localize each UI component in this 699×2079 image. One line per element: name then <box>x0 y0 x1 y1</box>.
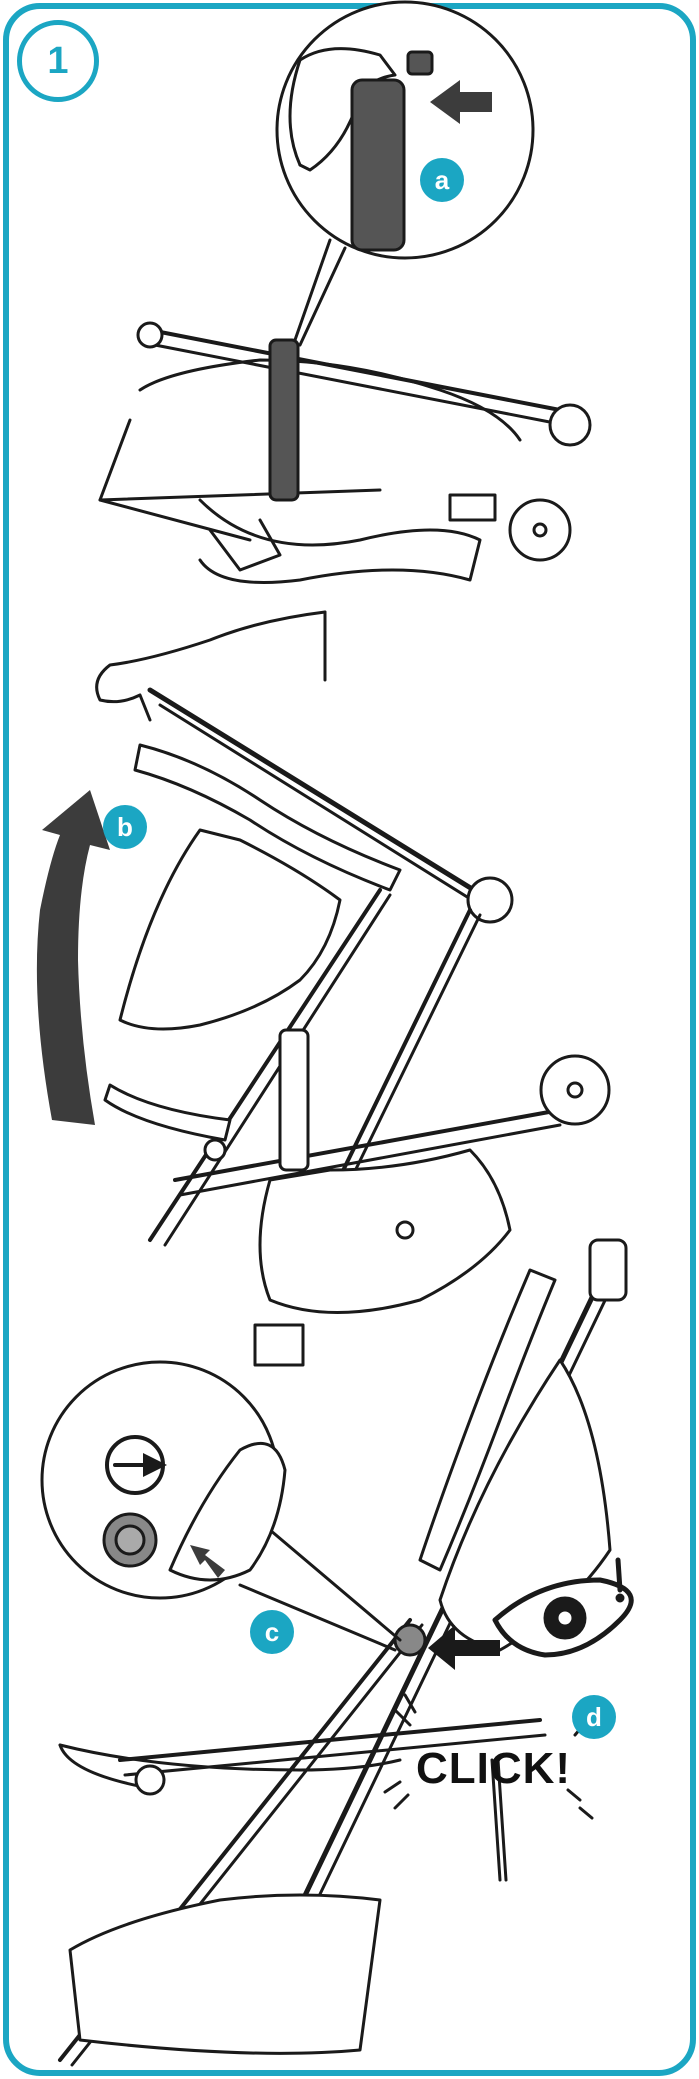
push-arrow-icon <box>190 1545 225 1578</box>
unfolded-stroller <box>40 1238 634 2067</box>
panel-frame <box>3 3 696 2076</box>
callout-c: c <box>250 1610 294 1654</box>
click-label: CLICK! <box>416 1744 572 1793</box>
rotate-arrow-icon <box>36 790 110 1125</box>
callout-d: d <box>572 1695 616 1739</box>
push-arrow-icon <box>430 80 492 124</box>
folded-stroller <box>98 0 592 584</box>
push-arrow-icon <box>428 1625 500 1670</box>
unfolding-stroller <box>36 610 611 1367</box>
eye-icon <box>492 1557 634 1658</box>
callout-b: b <box>103 805 147 849</box>
fold-handle <box>350 78 406 252</box>
step-number-badge: 1 <box>17 20 99 102</box>
callout-a: a <box>420 158 464 202</box>
